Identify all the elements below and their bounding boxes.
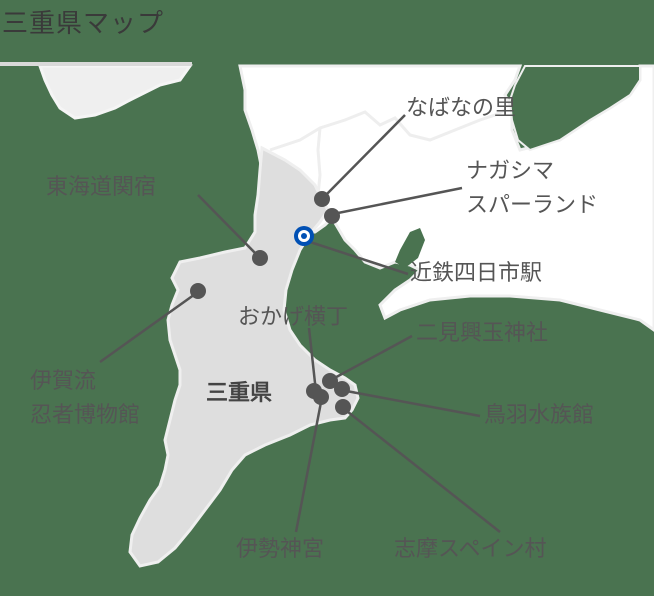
marker-ise[interactable] xyxy=(313,389,329,405)
label-ise[interactable]: 伊勢神宮 xyxy=(236,537,325,562)
label-nabana[interactable]: なばなの里 xyxy=(406,96,517,121)
label-okage[interactable]: おかげ横丁 xyxy=(238,305,349,330)
station-ring-icon[interactable] xyxy=(294,226,314,246)
spot-markers xyxy=(190,191,351,415)
label-nagashima-1[interactable]: ナガシマ xyxy=(466,159,555,184)
marker-iga[interactable] xyxy=(190,283,206,299)
marker-tokaido[interactable] xyxy=(252,250,268,266)
label-station[interactable]: 近鉄四日市駅 xyxy=(410,261,543,286)
label-tokaido[interactable]: 東海道関宿 xyxy=(46,175,157,200)
title-underline xyxy=(0,62,192,66)
marker-nagashima[interactable] xyxy=(324,208,340,224)
land-mie xyxy=(128,145,360,568)
marker-nabana[interactable] xyxy=(314,191,330,207)
land-shiga-top xyxy=(37,64,193,120)
leader-lines xyxy=(99,114,501,533)
label-nagashima-2[interactable]: スパーランド xyxy=(466,193,599,218)
region-label-mie: 三重県 xyxy=(206,381,273,406)
page-title: 三重県マップ xyxy=(2,9,165,39)
prefecture-border-2 xyxy=(316,127,322,196)
label-toba[interactable]: 鳥羽水族館 xyxy=(484,403,595,428)
marker-shima[interactable] xyxy=(335,399,351,415)
marker-toba[interactable] xyxy=(334,381,350,397)
label-shima[interactable]: 志摩スペイン村 xyxy=(394,537,547,562)
title-bar: 三重県マップ xyxy=(0,0,654,62)
marker-futami[interactable] xyxy=(322,373,338,389)
label-futami[interactable]: 二見興玉神社 xyxy=(416,321,549,346)
label-iga-1[interactable]: 伊賀流 xyxy=(30,369,97,394)
label-iga-2[interactable]: 忍者博物館 xyxy=(30,403,141,428)
sea-upper-right xyxy=(508,65,641,152)
bay-inlet xyxy=(395,228,425,268)
